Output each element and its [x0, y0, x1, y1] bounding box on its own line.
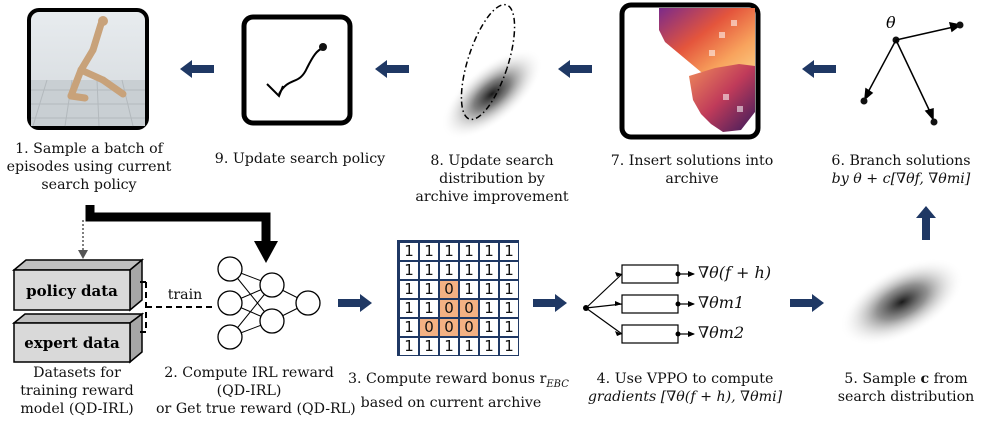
grid-cell: 1	[499, 280, 519, 299]
arrow-up	[916, 206, 936, 240]
grid-cell: 1	[419, 242, 439, 261]
big-elbow-arrow	[85, 205, 278, 263]
step3-caption: 3. Compute reward bonus rEBC based on cu…	[348, 371, 569, 411]
grid-cell: 1	[479, 299, 499, 318]
grid-cell: 1	[439, 261, 459, 280]
grid-cell: 1	[499, 261, 519, 280]
grid-cell: 1	[439, 242, 459, 261]
arrow-right-1	[338, 294, 372, 312]
policy-data-cube: policy data	[11, 258, 144, 312]
grid-cell: 1	[399, 318, 419, 337]
grid-cell: 0	[439, 280, 459, 299]
arrow-left-1	[180, 60, 214, 78]
grid-cell: 1	[419, 261, 439, 280]
archive-heatmap	[619, 2, 761, 140]
grid-cell: 1	[459, 337, 479, 356]
search-policy-icon	[241, 14, 353, 126]
step9-caption: 9. Update search policy	[214, 151, 386, 167]
expert-data-label: expert data	[24, 334, 120, 352]
arrow-right-3	[790, 294, 824, 312]
grid-cell: 1	[419, 280, 439, 299]
grid-cell: 1	[479, 280, 499, 299]
grid-cell: 1	[479, 337, 499, 356]
gradient-m1: ∇θm1	[698, 293, 745, 312]
gradient-f-plus-h: ∇θ(f + h)	[698, 263, 772, 282]
neural-network	[217, 256, 321, 350]
grid-cell: 1	[459, 280, 479, 299]
grid-cell: 1	[499, 337, 519, 356]
datasets-caption: Datasets for training reward model (QD-I…	[20, 365, 134, 417]
grid-cell: 1	[459, 261, 479, 280]
grid-cell: 1	[459, 242, 479, 261]
policy-data-label: policy data	[26, 282, 118, 300]
branching-diagram: θ	[860, 13, 964, 126]
grid-cell: 0	[439, 318, 459, 337]
grid-cell: 1	[479, 242, 499, 261]
search-distribution-ellipse	[441, 3, 543, 140]
grid-cell: 0	[459, 299, 479, 318]
train-connector	[140, 281, 216, 333]
arrow-left-2	[375, 60, 409, 78]
grid-cell: 1	[399, 242, 419, 261]
theta-label: θ	[886, 13, 896, 32]
dotted-arrow	[78, 220, 88, 259]
arrow-left-4	[802, 60, 836, 78]
grid-cell: 1	[479, 318, 499, 337]
grid-cell: 1	[499, 299, 519, 318]
grid-cell: 1	[439, 337, 459, 356]
step8-caption: 8. Update search distribution by archive…	[415, 153, 569, 205]
grid-cell: 1	[499, 242, 519, 261]
grid-cell: 1	[499, 318, 519, 337]
robot-render-image	[27, 8, 149, 130]
grid-cell: 0	[459, 318, 479, 337]
step5-caption: 5. Sample c from search distribution	[837, 371, 975, 405]
arrow-left-3	[558, 60, 592, 78]
grid-cell: 1	[419, 299, 439, 318]
grid-cell: 1	[419, 337, 439, 356]
step7-caption: 7. Insert solutions into archive	[610, 153, 774, 187]
grid-cell: 1	[399, 337, 419, 356]
step2-caption: 2. Compute IRL reward (QD-IRL) or Get tr…	[156, 365, 356, 417]
grid-cell: 1	[399, 261, 419, 280]
arrow-right-2	[533, 294, 567, 312]
step6-caption: 6. Branch solutions by θ + c[∇θf, ∇θmi]	[831, 153, 971, 187]
grid-cell: 0	[439, 299, 459, 318]
grid-cell: 1	[479, 261, 499, 280]
step1-caption: 1. Sample a batch of episodes using curr…	[6, 141, 172, 193]
expert-data-cube: expert data	[11, 312, 144, 364]
gradient-m2: ∇θm2	[698, 323, 745, 342]
grid-cell: 1	[399, 299, 419, 318]
grid-cell: 1	[399, 280, 419, 299]
train-label: train	[167, 287, 203, 303]
grid-cell: 0	[419, 318, 439, 337]
sample-distribution-blob	[839, 258, 965, 346]
vppo-gradient-diagram	[583, 264, 695, 344]
step4-caption: 4. Use VPPO to compute gradients [∇θ(f +…	[587, 371, 783, 405]
